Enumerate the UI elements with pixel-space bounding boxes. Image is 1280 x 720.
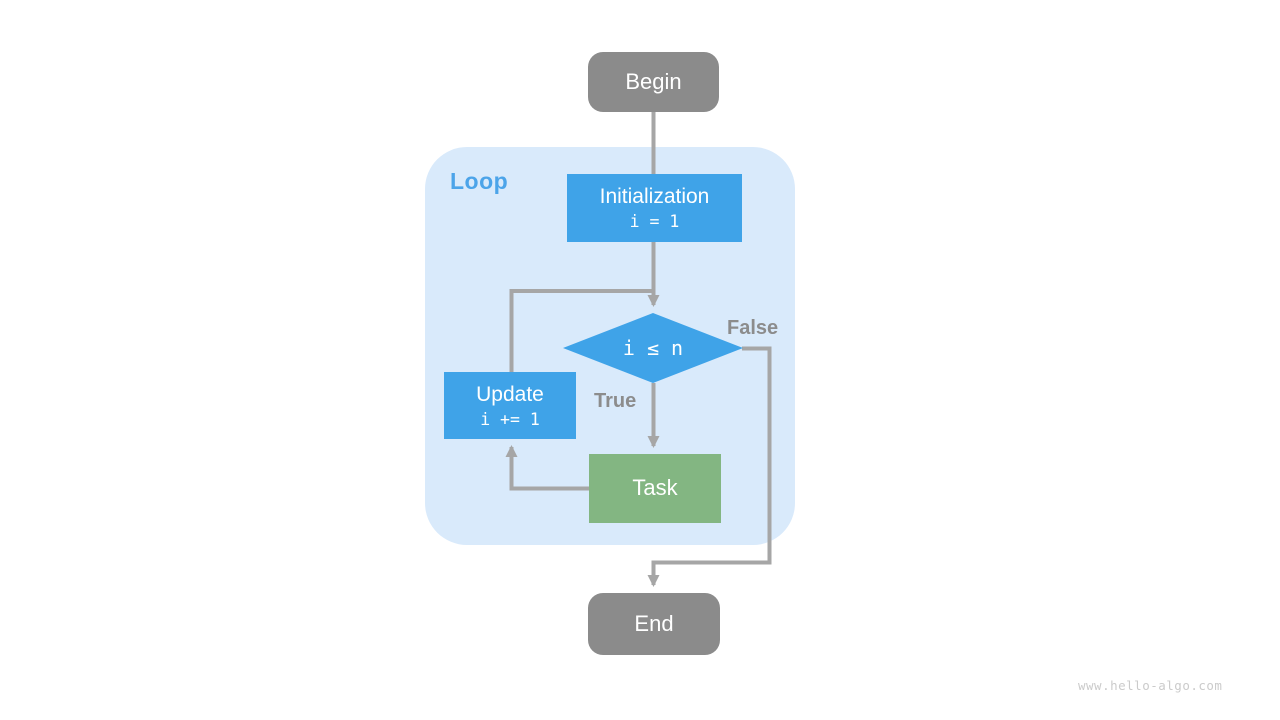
begin-node: Begin [588,52,719,112]
initialization-node-label: Initialization [599,185,710,208]
update-node-code: i += 1 [480,409,540,429]
end-node: End [588,593,720,655]
task-node: Task [589,454,721,523]
initialization-node-code: i = 1 [629,212,680,232]
false-branch-label: False [727,317,779,339]
task-node-label: Task [632,475,678,501]
end-node-label: End [634,610,674,636]
condition-node-label: i ≤ n [622,336,684,360]
watermark: www.hello-algo.com [1078,678,1223,693]
update-node: Update i += 1 [444,372,576,439]
begin-node-label: Begin [625,68,682,94]
initialization-node: Initialization i = 1 [567,174,742,242]
true-branch-label: True [594,390,637,412]
loop-container-label: Loop [450,168,509,194]
update-node-label: Update [476,382,544,406]
